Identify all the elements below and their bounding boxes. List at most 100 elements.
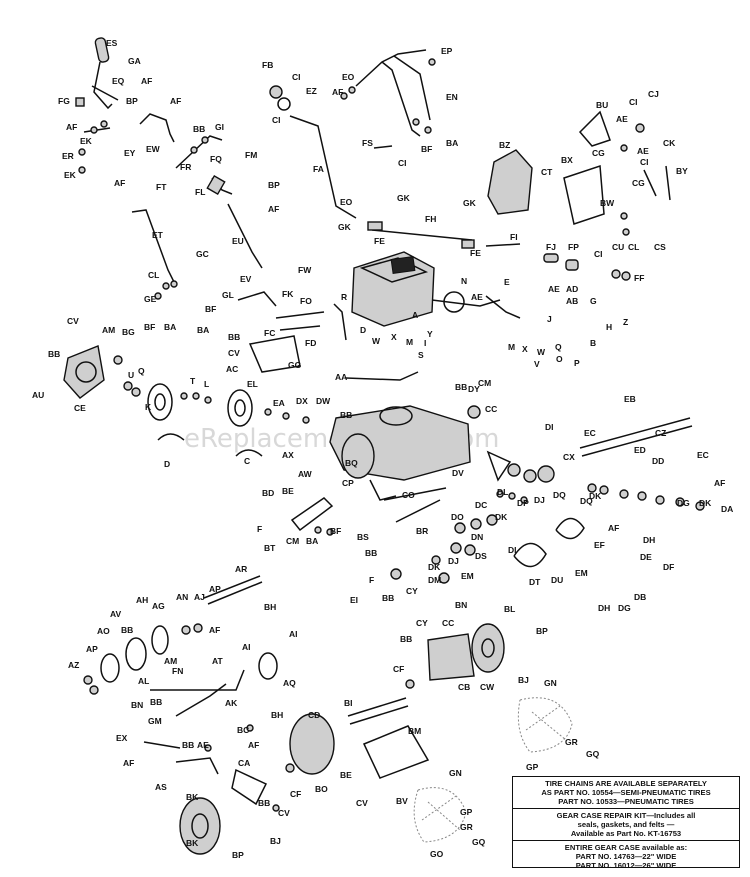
part-label: AX <box>282 450 294 460</box>
idler-brackets <box>237 291 419 381</box>
part-label: EK <box>64 170 77 180</box>
gear-case-line-3: PART NO. 16012—26" WIDE <box>575 861 677 870</box>
part-label: H <box>606 322 612 332</box>
part-label: GO <box>430 849 444 859</box>
part-label: X <box>391 332 397 342</box>
part-label: AI <box>242 642 251 652</box>
part-label: CI <box>594 249 603 259</box>
part-label: AF <box>332 87 343 97</box>
part-label: DG <box>677 498 690 508</box>
part-label: AJ <box>194 592 205 602</box>
part-label: AV <box>110 609 122 619</box>
part-label: BB <box>150 697 162 707</box>
part-label: BN <box>131 700 143 710</box>
part-label: BB <box>258 798 270 808</box>
part-label: DK <box>589 491 602 501</box>
part-label: EU <box>232 236 244 246</box>
part-label: M <box>508 342 515 352</box>
part-label: GE <box>144 294 157 304</box>
part-label: BK <box>186 792 199 802</box>
part-label: FC <box>264 328 275 338</box>
part-label: D <box>360 325 366 335</box>
part-label: FA <box>313 164 324 174</box>
part-label: ER <box>62 151 74 161</box>
part-label: BO <box>315 784 328 794</box>
tire-chain-sketches <box>413 697 573 843</box>
part-label: I <box>424 338 426 348</box>
part-label: CU <box>612 242 624 252</box>
part-label: FB <box>262 60 273 70</box>
part-label: DK <box>699 498 712 508</box>
part-label: Q <box>555 342 562 352</box>
part-label: DV <box>452 468 464 478</box>
part-label: AM <box>102 325 115 335</box>
part-label: N <box>461 276 467 286</box>
part-label: W <box>372 336 381 346</box>
part-label: A <box>412 310 418 320</box>
control-rods <box>131 203 263 300</box>
part-label: BI <box>344 698 353 708</box>
part-label: BF <box>205 304 216 314</box>
part-label: L <box>204 379 209 389</box>
part-label: DA <box>721 504 733 514</box>
part-label: CI <box>629 97 638 107</box>
part-label: EQ <box>112 76 125 86</box>
part-label: AT <box>212 656 224 666</box>
part-label: FG <box>58 96 70 106</box>
part-label: BB <box>48 349 60 359</box>
tire-chains-line-1: TIRE CHAINS ARE AVAILABLE SEPARATELY <box>545 779 707 788</box>
part-label: S <box>418 350 424 360</box>
part-label: BY <box>676 166 688 176</box>
part-label: AF <box>268 204 279 214</box>
part-label: F <box>257 524 262 534</box>
part-label: CC <box>442 618 454 628</box>
part-label: BE <box>282 486 294 496</box>
part-label: FD <box>305 338 316 348</box>
discharge-chute <box>487 110 671 281</box>
part-label: BP <box>268 180 280 190</box>
part-label: V <box>534 359 540 369</box>
part-label: DS <box>475 551 487 561</box>
part-label: BP <box>232 850 244 860</box>
part-label: CL <box>148 270 159 280</box>
part-label: FN <box>172 666 183 676</box>
part-label: CY <box>406 586 418 596</box>
part-label: Z <box>623 317 628 327</box>
part-label: CI <box>398 158 407 168</box>
shift-lever-assembly <box>75 37 233 196</box>
part-label: DI <box>508 545 517 555</box>
part-label: BA <box>446 138 458 148</box>
part-label: AF <box>141 76 152 86</box>
part-label: BL <box>504 604 515 614</box>
part-label: CJ <box>648 89 659 99</box>
part-label: AZ <box>68 660 79 670</box>
part-label: CY <box>416 618 428 628</box>
part-label: AE <box>637 146 649 156</box>
part-label: CV <box>278 808 290 818</box>
part-label: BW <box>600 198 615 208</box>
part-label: DP <box>517 498 529 508</box>
part-label: FM <box>245 150 257 160</box>
part-label: CS <box>654 242 666 252</box>
part-label: DC <box>475 500 487 510</box>
part-label: CV <box>228 348 240 358</box>
part-label: CA <box>238 758 250 768</box>
part-label: CL <box>628 242 639 252</box>
auger-bearings <box>290 497 498 584</box>
part-label: BV <box>396 796 408 806</box>
part-label: EA <box>273 398 285 408</box>
part-label: DG <box>618 603 631 613</box>
part-label: AL <box>138 676 149 686</box>
part-label: K <box>145 402 152 412</box>
part-label: GN <box>449 768 462 778</box>
part-label: AF <box>608 523 619 533</box>
part-label: BG <box>122 327 135 337</box>
part-label: BE <box>340 770 352 780</box>
gear-case-line-1: ENTIRE GEAR CASE available as: <box>564 843 688 852</box>
part-label: EY <box>124 148 136 158</box>
part-label: GQ <box>586 749 600 759</box>
part-label: EM <box>575 568 588 578</box>
part-label: BH <box>264 602 276 612</box>
part-label: AF <box>248 740 259 750</box>
